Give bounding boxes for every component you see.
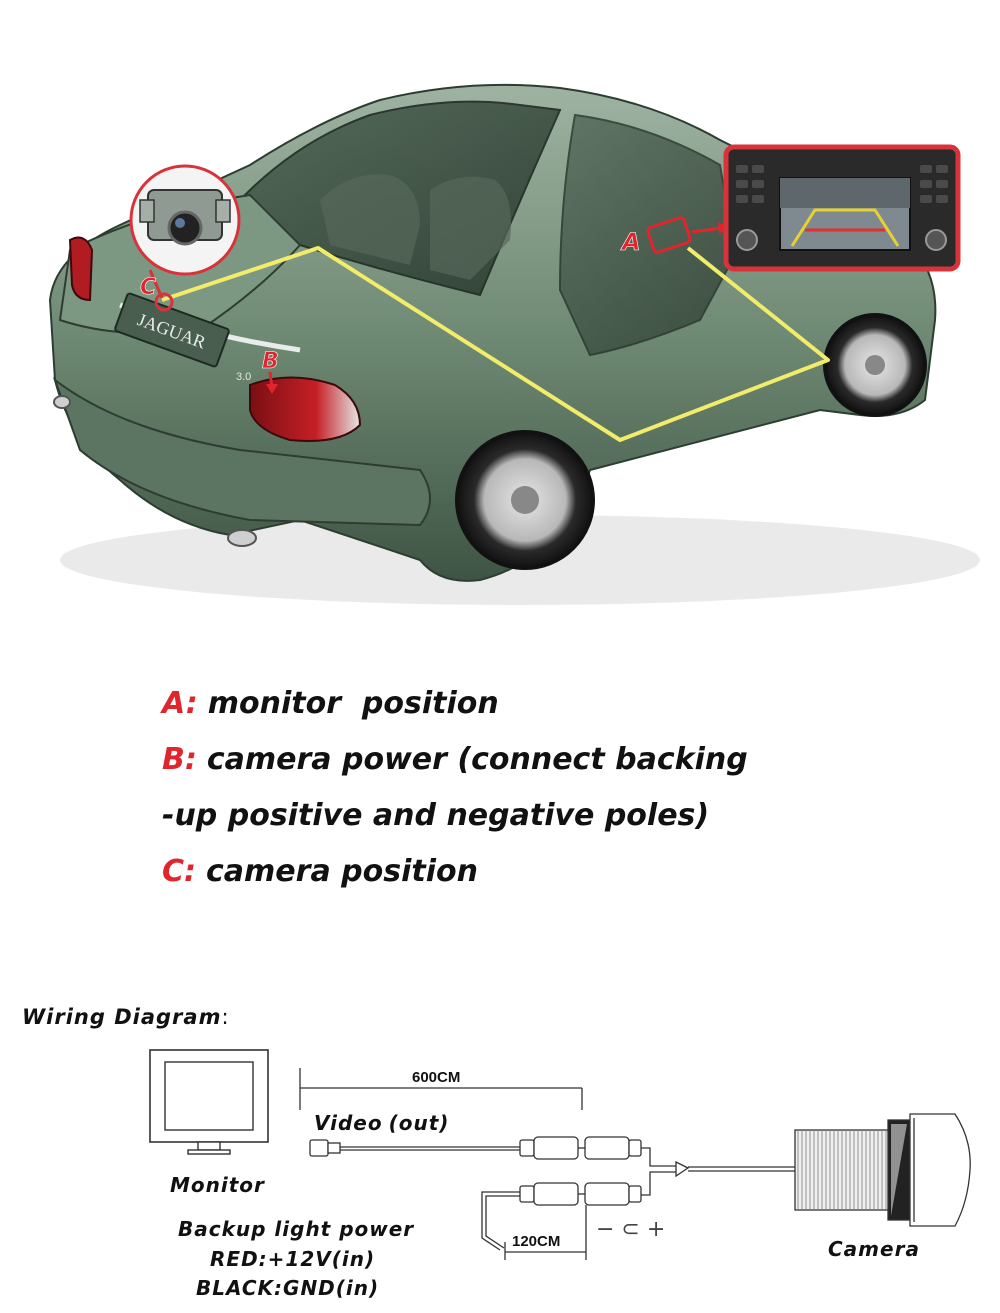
- legend-key: B:: [162, 742, 197, 777]
- video-label-text: Video: [314, 1111, 383, 1135]
- video-direction: (out): [389, 1111, 450, 1135]
- interior-seats: [320, 174, 511, 280]
- red-wire-value: :+12V(in): [259, 1247, 375, 1271]
- wiring-title-text: Wiring Diagram: [22, 1005, 221, 1029]
- main-camera-cable: [641, 1147, 795, 1196]
- cable-length-120: 120CM: [512, 1233, 560, 1250]
- polarity-symbol-icon: − ⊂ +: [596, 1217, 665, 1242]
- video-rca-cable: [309, 1136, 642, 1160]
- callout-b: B: [262, 349, 279, 374]
- license-plate: JAGUAR: [114, 292, 230, 368]
- wiring-title: Wiring Diagram:: [22, 1005, 230, 1029]
- red-wire-label: RED:+12V(in): [210, 1247, 375, 1271]
- callout-c: C: [140, 275, 156, 300]
- callout-a: A: [620, 228, 641, 256]
- position-legend: A: monitor position B: camera power (conne…: [162, 676, 748, 900]
- tune-knob-icon: [925, 229, 947, 251]
- wiring-title-colon: :: [221, 1005, 229, 1029]
- black-wire-label: BLACK:GND(in): [196, 1276, 379, 1300]
- front-wheel: [823, 313, 927, 417]
- monitor-position-marker: [646, 216, 692, 254]
- black-wire-name: BLACK: [196, 1276, 275, 1300]
- monitor-label: Monitor: [170, 1173, 265, 1197]
- tail-light-left: [68, 236, 94, 302]
- legend-row-b: B: camera power (connect backing: [162, 732, 748, 788]
- legend-text: camera power (connect backing: [206, 742, 748, 777]
- camera-zoom-inset: [129, 164, 241, 276]
- camera-icon: [794, 1113, 971, 1227]
- power-cable: [481, 1182, 642, 1251]
- legend-row-b-cont: -up positive and negative poles): [162, 788, 748, 844]
- wiring-route: [161, 246, 830, 442]
- callout-a-arrow: [691, 226, 723, 234]
- camera-label: Camera: [828, 1237, 920, 1261]
- legend-text: monitor position: [207, 686, 499, 721]
- volume-knob-icon: [736, 229, 758, 251]
- tail-light-right: [249, 376, 362, 442]
- backup-light-label: Backup light power: [178, 1217, 414, 1241]
- legend-row-c: C: camera position: [162, 844, 748, 900]
- legend-row-a: A: monitor position: [162, 676, 748, 732]
- exhaust-pipe: [53, 395, 71, 409]
- model-badge: 3.0: [236, 371, 251, 383]
- legend-key: C:: [162, 854, 197, 889]
- wiring-diagram: Wiring Diagram: Monitor 600CM Video(out): [22, 1005, 971, 1300]
- legend-text: -up positive and negative poles): [162, 798, 710, 833]
- monitor-icon: [149, 1049, 269, 1155]
- legend-text: camera position: [206, 854, 478, 889]
- camera-lens-icon: [167, 210, 203, 246]
- red-wire-name: RED: [210, 1247, 259, 1271]
- black-wire-value: :GND(in): [274, 1276, 379, 1300]
- rear-bumper: [52, 377, 431, 527]
- head-unit-monitor: [723, 144, 961, 272]
- exhaust-pipe: [227, 529, 257, 547]
- cable-length-600: 600CM: [412, 1069, 460, 1086]
- car-illustration: JAGUAR 3.0 C B A: [48, 83, 980, 605]
- video-label: Video(out): [314, 1111, 449, 1135]
- rear-wheel: [455, 430, 595, 570]
- parking-guide-lines: [790, 208, 900, 247]
- legend-key: A:: [162, 686, 198, 721]
